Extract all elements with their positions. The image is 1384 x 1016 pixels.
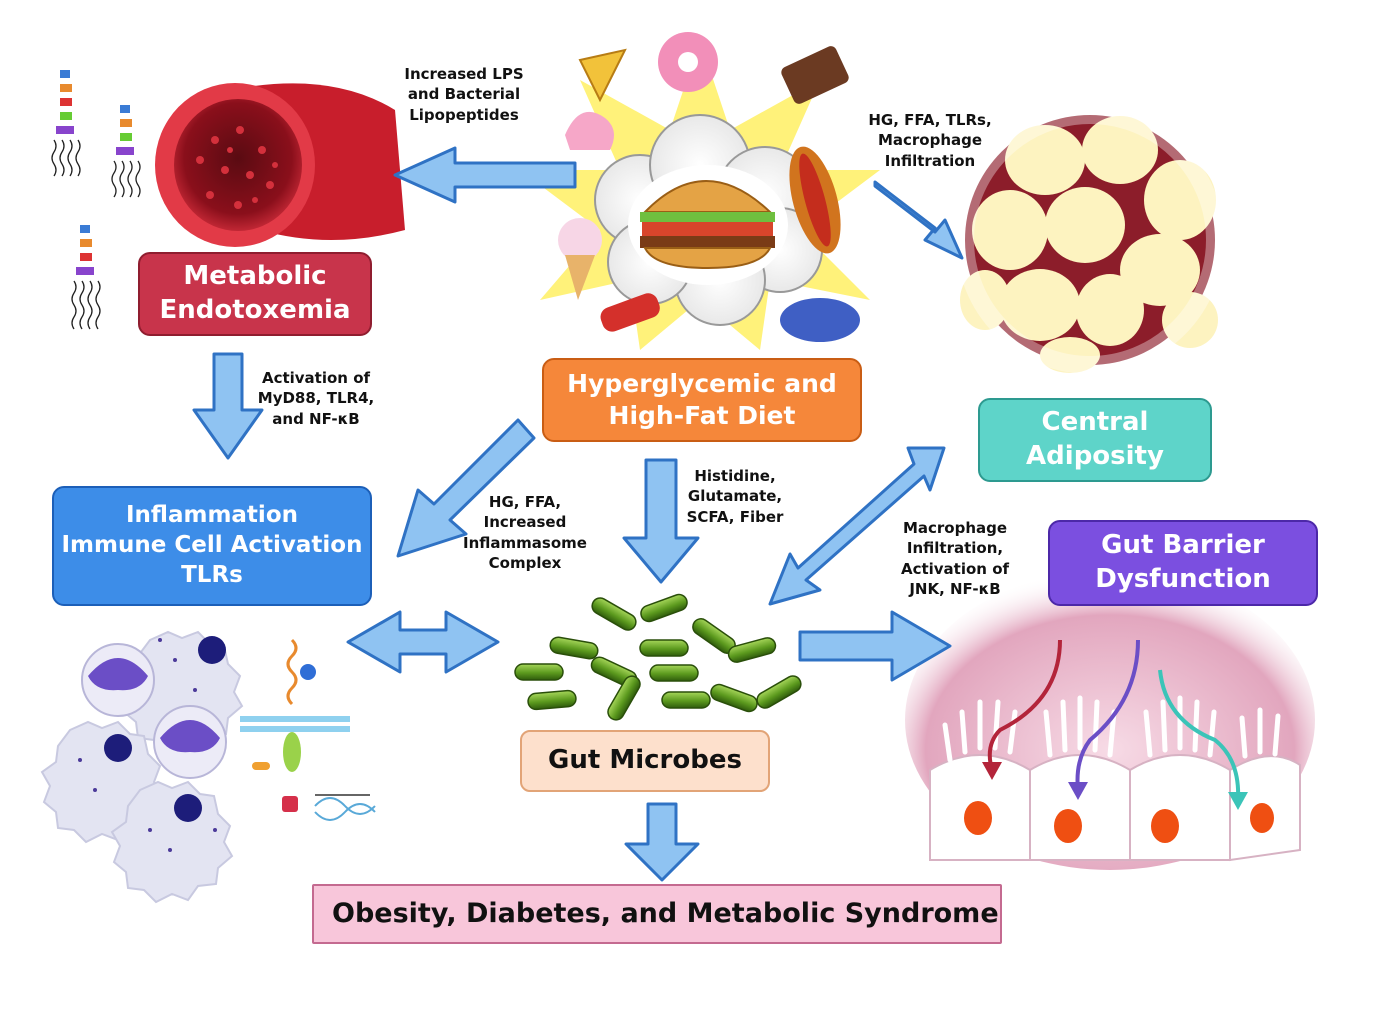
outcome-box: Obesity, Diabetes, and Metabolic Syndrom…	[312, 884, 1002, 944]
arrow-microbes-to-outcome	[624, 802, 700, 882]
annotation-myd88: Activation of MyD88, TLR4, and NF-κB	[257, 369, 375, 428]
arrow-diet-to-microbes	[622, 458, 700, 584]
arrow-microbes-to-barrier	[798, 610, 952, 682]
arrow-diet-to-endotoxemia	[393, 146, 577, 204]
arrows	[192, 146, 964, 882]
annotation-jnk: Macrophage Infiltration, Activation of J…	[900, 519, 1010, 598]
tlr-receptor-illustration	[240, 638, 376, 821]
metabolic-endotoxemia-box: Metabolic Endotoxemia	[138, 252, 372, 336]
arrow-endotoxemia-to-inflammation	[192, 352, 264, 460]
junk-food-illustration	[520, 32, 880, 350]
annotation-adipose-factors: HG, FFA, TLRs, Macrophage Infiltration	[868, 111, 992, 170]
immune-cell-illustration	[40, 630, 244, 904]
arrow-inflammation-microbes	[346, 610, 500, 674]
annotation-lps: Increased LPS and Bacterial Lipopeptides	[404, 65, 524, 124]
blood-vessel-illustration	[155, 83, 405, 247]
adipose-tissue-illustration	[956, 106, 1224, 374]
annotation-inflammasome: HG, FFA, Increased Inflammasome Complex	[463, 493, 587, 572]
lps-molecule-icons	[51, 70, 141, 330]
arrow-adiposity-microbes	[768, 446, 946, 606]
gut-barrier-box: Gut Barrier Dysfunction	[1048, 520, 1318, 606]
gut-epithelium-illustration	[905, 570, 1315, 870]
diet-box: Hyperglycemic and High-Fat Diet	[542, 358, 862, 442]
arrow-diet-to-inflammation	[396, 418, 536, 558]
central-adiposity-box: Central Adiposity	[978, 398, 1212, 482]
inflammation-box: Inflammation Immune Cell Activation TLRs	[52, 486, 372, 606]
gut-microbes-box: Gut Microbes	[520, 730, 770, 792]
gut-microbes-illustration	[514, 593, 802, 721]
annotation-nutrients: Histidine, Glutamate, SCFA, Fiber	[686, 467, 784, 526]
arrow-diet-to-adiposity	[873, 180, 964, 260]
